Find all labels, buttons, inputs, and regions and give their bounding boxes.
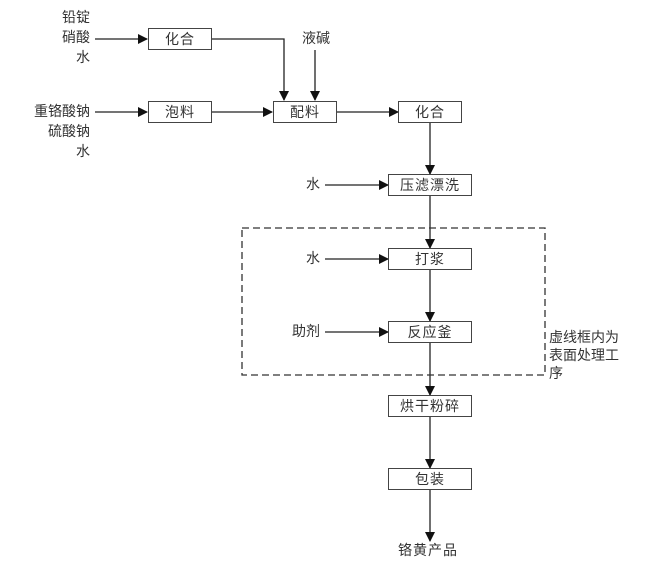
node-reactor: 反应釜 xyxy=(388,321,472,343)
node-filter-wash: 压滤漂洗 xyxy=(388,174,472,196)
input-water-1: 水 xyxy=(76,50,90,66)
node-combine-1: 化合 xyxy=(148,28,212,50)
input-water-wash: 水 xyxy=(306,177,320,193)
edge-combine1-to-mix xyxy=(211,38,289,101)
region-note-line-2: 表面处理工 xyxy=(549,348,619,364)
node-slurry: 打浆 xyxy=(388,248,472,270)
input-sodium-sulfate: 硫酸钠 xyxy=(48,124,90,140)
input-nitric-acid: 硝酸 xyxy=(62,30,90,46)
node-dry-grind: 烘干粉碎 xyxy=(388,395,472,417)
input-water-2: 水 xyxy=(76,144,90,160)
region-note-line-1: 虚线框内为 xyxy=(549,330,619,346)
surface-treatment-region xyxy=(241,227,546,376)
region-note: 虚线框内为 表面处理工 序 xyxy=(549,329,639,383)
node-soak: 泡料 xyxy=(148,101,212,123)
node-package: 包装 xyxy=(388,468,472,490)
input-liquid-alkali: 液碱 xyxy=(302,31,330,47)
node-combine-2: 化合 xyxy=(398,101,462,123)
input-lead-ingot: 铅锭 xyxy=(62,10,90,26)
output-chrome-yellow: 铬黄产品 xyxy=(398,543,458,559)
node-mix: 配料 xyxy=(273,101,337,123)
region-note-line-3: 序 xyxy=(549,366,563,382)
input-additive: 助剂 xyxy=(292,324,320,340)
input-sodium-dichromate: 重铬酸钠 xyxy=(34,104,90,120)
input-water-slurry: 水 xyxy=(306,251,320,267)
